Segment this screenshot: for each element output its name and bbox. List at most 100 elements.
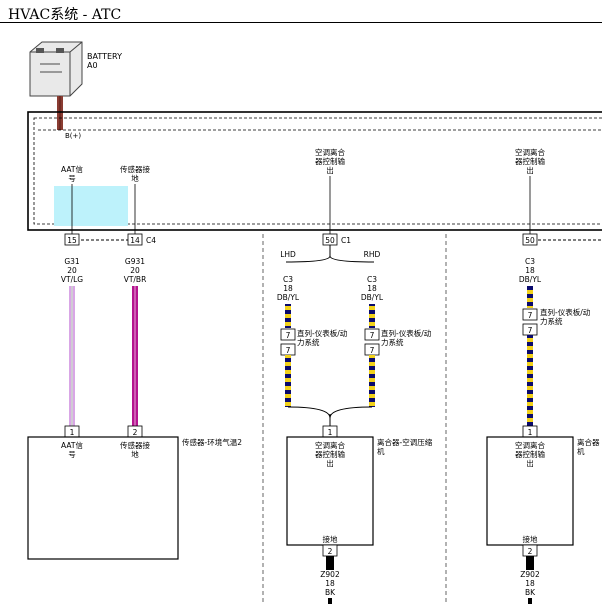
wire-g931-color: VT/BR <box>124 275 147 284</box>
ground-wire-center-lower <box>328 598 332 604</box>
pin-label-c1-2: 器控制输 <box>315 156 345 166</box>
pin-label-c1-3: 出 <box>326 165 334 175</box>
wire-g31-color: VT/LG <box>61 275 83 284</box>
right-wire-color: DB/YL <box>519 275 542 284</box>
pin-label-aat-1: AAT信 <box>61 164 83 174</box>
rhd-inline-name-1: 直列-仪表板/动 <box>381 328 432 338</box>
pin-label-gnd-1: 传感器接 <box>120 164 150 174</box>
sensor-pin-gnd-1: 传感器接 <box>120 440 150 450</box>
pin-14-box <box>127 233 143 246</box>
module-inner-dashed <box>33 117 602 225</box>
sensor-name: 传感器-环境气温2 <box>182 437 242 447</box>
sensor-pin-aat-1: AAT信 <box>61 440 83 450</box>
ground-right-gauge: 18 <box>525 579 535 588</box>
ground-wire-center-upper <box>326 556 334 570</box>
c4-label: C4 <box>146 236 156 245</box>
title-rule <box>0 22 602 23</box>
rhd-wire-circuit: C3 <box>367 275 377 284</box>
sensor-box <box>27 436 179 560</box>
pin-50b-label: 50 <box>525 236 535 245</box>
clutch-right-pin-1-label: 1 <box>528 428 533 437</box>
clutch-center-name-1: 离合器-空调压缩 <box>377 437 433 447</box>
c3-split <box>285 255 375 263</box>
ground-wire-right-upper <box>526 556 534 570</box>
pin-label-c2-2: 器控制输 <box>515 156 545 166</box>
sensor-pin-2-label: 2 <box>133 428 138 437</box>
pin-50b-box <box>522 233 538 246</box>
clutch-right-name-2: 机 <box>577 446 585 456</box>
ground-center-gauge: 18 <box>325 579 335 588</box>
wire-g31-gauge: 20 <box>67 266 77 275</box>
clutch-center-pin-2-label: 2 <box>328 547 333 556</box>
pin-label-gnd-2: 地 <box>131 173 139 183</box>
pin-15-box <box>64 233 80 246</box>
clutch-center-pin-name-1: 空调离合 <box>315 440 345 450</box>
clutch-right-pin-name-2: 器控制输 <box>515 449 545 459</box>
pin-14-label: 14 <box>130 236 140 245</box>
rhd-inline-7a-label: 7 <box>370 331 375 340</box>
c1-label: C1 <box>341 236 351 245</box>
right-inline-name-1: 直列-仪表板/动 <box>540 307 591 317</box>
rhd-wire-upper <box>369 304 375 328</box>
ground-center-color: BK <box>325 588 336 597</box>
ground-right-color: BK <box>525 588 536 597</box>
ground-right-circuit: Z902 <box>520 570 540 579</box>
wire-g931-gauge: 20 <box>130 266 140 275</box>
aat-highlight <box>54 186 128 226</box>
rhd-wire-color: DB/YL <box>361 293 384 302</box>
clutch-center-pin-name-2: 器控制输 <box>315 449 345 459</box>
clutch-right-pin-name-3: 出 <box>526 458 534 468</box>
page-title: HVAC系统 - ATC <box>8 7 122 23</box>
clutch-right-name-1: 离合器 <box>577 437 600 447</box>
lhd-wire-upper <box>285 304 291 328</box>
right-inline-7a-box <box>522 308 538 321</box>
clutch-center-pin-1-label: 1 <box>328 428 333 437</box>
lhd-wire-gauge: 18 <box>283 284 293 293</box>
lhd-inline-name-1: 直列-仪表板/动 <box>297 328 348 338</box>
rhd-wire-lower <box>369 355 375 407</box>
right-wire-upper <box>527 286 533 308</box>
rhd-inline-7a-box <box>364 328 380 341</box>
module-box <box>27 111 602 231</box>
clutch-right-pin-name-1: 空调离合 <box>515 440 545 450</box>
right-inline-7a-label: 7 <box>528 311 533 320</box>
wire-g31-circuit: G31 <box>64 257 80 266</box>
clutch-right-ground-label: 接地 <box>523 534 538 544</box>
pin-label-c2-1: 空调离合 <box>515 147 545 157</box>
battery-code: A0 <box>87 61 98 70</box>
clutch-right-pin-2-label: 2 <box>528 547 533 556</box>
rhd-label: RHD <box>364 250 381 259</box>
pin-50a-label: 50 <box>325 236 335 245</box>
rhd-inline-name-2: 力系统 <box>381 337 404 347</box>
rhd-wire-gauge: 18 <box>367 284 377 293</box>
pin-15-label: 15 <box>67 236 77 245</box>
clutch-center-pin-name-3: 出 <box>326 458 334 468</box>
rhd-inline-7b-label: 7 <box>370 346 375 355</box>
clutch-center-name-2: 机 <box>377 446 385 456</box>
ground-wire-right-lower <box>528 598 532 604</box>
ground-center-circuit: Z902 <box>320 570 340 579</box>
sensor-pin-gnd-2: 地 <box>131 449 139 459</box>
lhd-label: LHD <box>280 250 296 259</box>
right-inline-7b-label: 7 <box>528 326 533 335</box>
right-inline-name-2: 力系统 <box>540 316 563 326</box>
wiring-diagram: BATTERY A0 B(+) AAT信 号 传感器接 地 空调离合 器控制输 … <box>27 41 602 604</box>
lhd-inline-7b-label: 7 <box>286 346 291 355</box>
lhd-inline-7a-label: 7 <box>286 331 291 340</box>
sensor-pin-aat-2: 号 <box>68 450 76 459</box>
wire-g931-circuit: G931 <box>125 257 145 266</box>
right-wire-circuit: C3 <box>525 257 535 266</box>
pin-label-c2-3: 出 <box>526 165 534 175</box>
pin-label-aat-2: 号 <box>68 174 76 183</box>
battery-name: BATTERY <box>87 52 122 61</box>
clutch-center-ground-label: 接地 <box>323 534 338 544</box>
lhd-inline-7a-box <box>280 328 296 341</box>
sensor-pin-1-label: 1 <box>70 428 75 437</box>
battery-icon <box>29 41 83 97</box>
lhd-inline-name-2: 力系统 <box>297 337 320 347</box>
lhd-wire-color: DB/YL <box>277 293 300 302</box>
pin-label-c1-1: 空调离合 <box>315 147 345 157</box>
lhd-wire-lower <box>285 355 291 407</box>
right-wire-lower <box>527 335 533 426</box>
lhd-wire-circuit: C3 <box>283 275 293 284</box>
